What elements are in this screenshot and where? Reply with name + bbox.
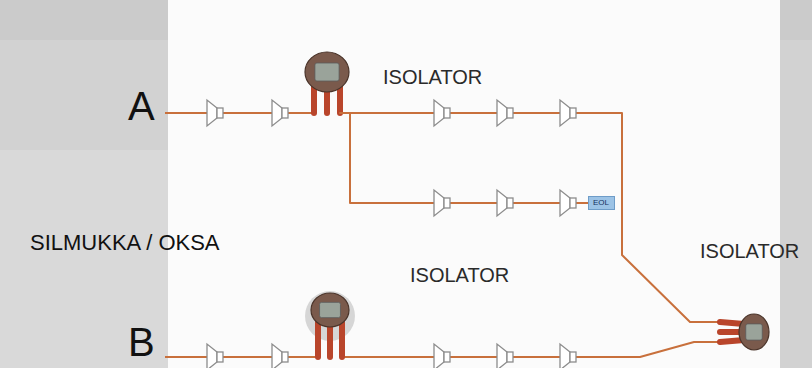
isolator-body [739, 314, 769, 350]
isolator-label: ISOLATOR [410, 264, 509, 286]
speaker-symbol [272, 344, 288, 368]
speaker-symbol [560, 190, 576, 216]
speaker-symbol [434, 190, 450, 216]
loop-wire [350, 120, 588, 203]
loop-branch-label: SILMUKKA / OKSA [30, 232, 220, 254]
isolator-icon [305, 286, 355, 362]
photo-shade [0, 150, 168, 368]
loop-end-label: B [128, 322, 155, 362]
isolator-node: ISOLATOR [298, 50, 356, 120]
loop-end-label: A [128, 86, 155, 126]
loop-wire [356, 113, 714, 322]
speaker-symbol [560, 100, 576, 126]
speaker-symbol [434, 344, 450, 368]
speaker-symbol [207, 344, 223, 368]
isolator-cable [349, 113, 351, 120]
isolator-label: ISOLATOR [700, 240, 799, 262]
isolator-cable [339, 322, 345, 357]
isolator-body [305, 52, 349, 92]
isolator-body [311, 293, 349, 327]
speaker-symbol [272, 100, 288, 126]
speaker-symbol [497, 100, 513, 126]
isolator-board [320, 302, 341, 317]
eol-tag: EOL [588, 196, 615, 210]
speaker-symbol [207, 100, 223, 126]
isolator-board [746, 324, 763, 340]
isolator-cable [340, 112, 350, 114]
isolator-node: ISOLATOR [305, 286, 355, 362]
speaker-symbol [497, 344, 513, 368]
speaker-symbol [560, 344, 576, 368]
speaker-symbol [497, 190, 513, 216]
speaker-symbol [434, 100, 450, 126]
isolator-node: ISOLATOR [714, 310, 770, 354]
loop-wire [355, 342, 714, 357]
white-panel [168, 0, 780, 368]
isolator-icon [714, 310, 770, 354]
isolator-label: ISOLATOR [383, 66, 482, 88]
isolator-cable [315, 322, 321, 357]
eol-label: EOL [593, 199, 610, 207]
isolator-board [315, 63, 339, 81]
isolator-icon [298, 50, 356, 120]
